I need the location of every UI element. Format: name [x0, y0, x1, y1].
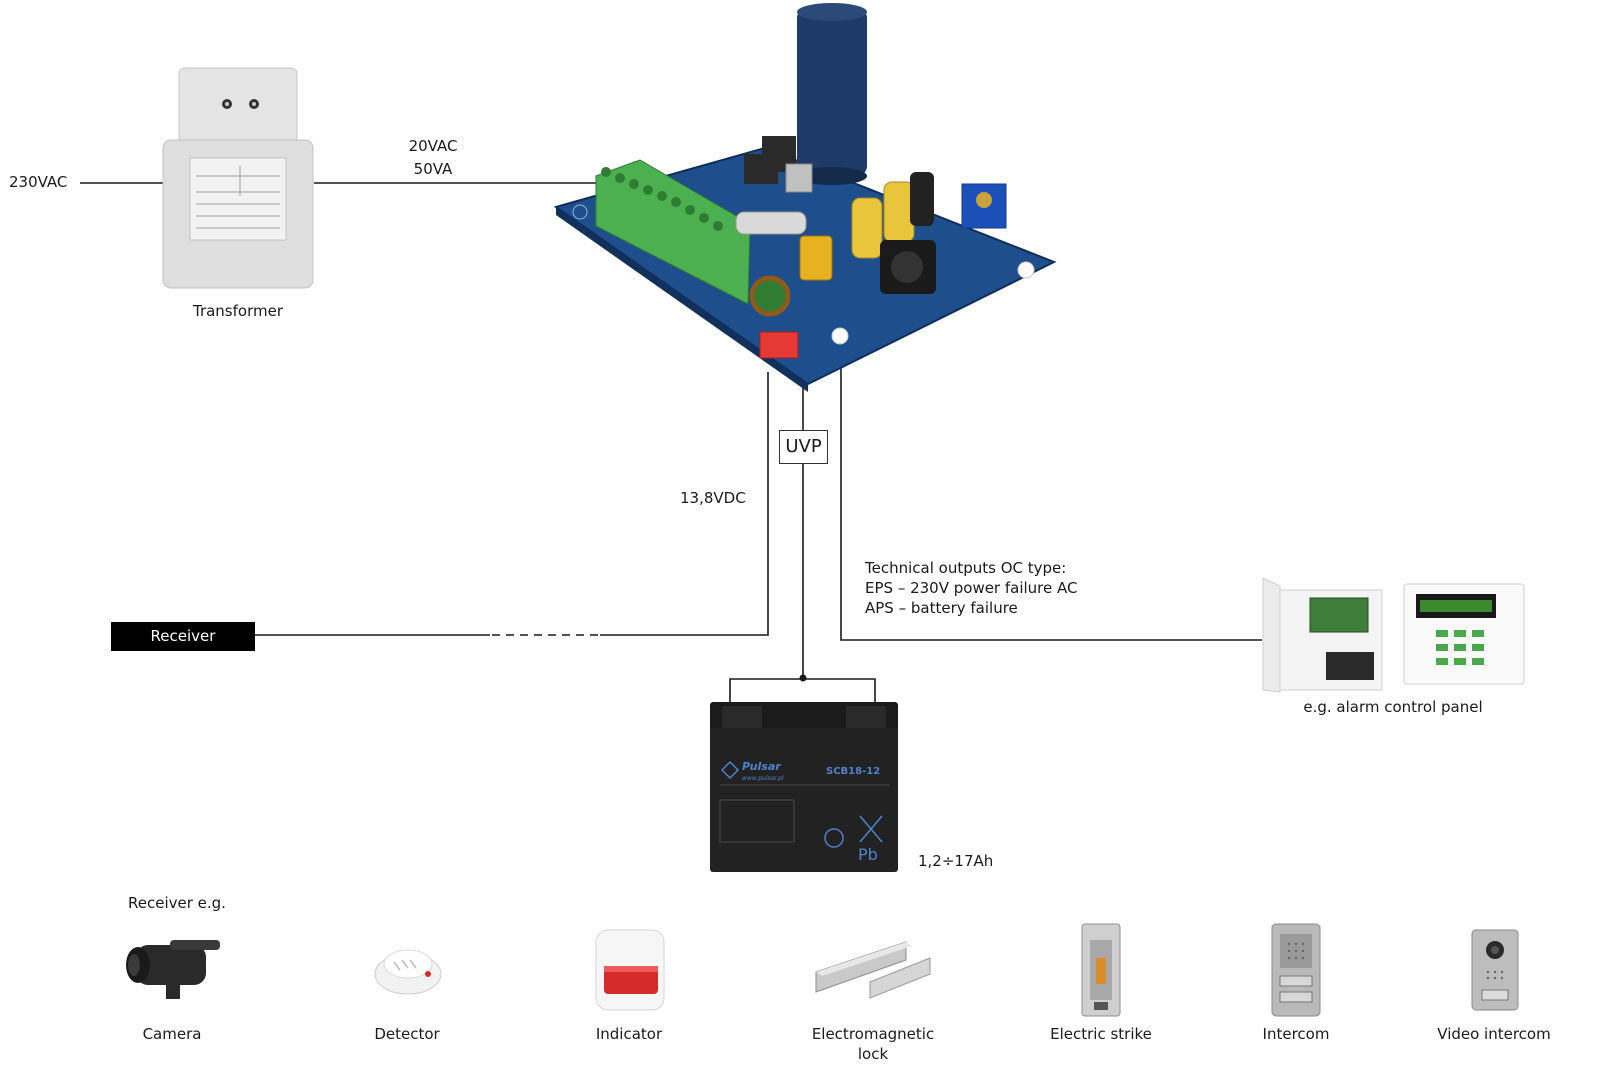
transformer-label: Transformer: [192, 302, 283, 320]
transformer-rating-power: 50VA: [413, 160, 453, 178]
battery-capacity-label: 1,2÷17Ah: [918, 852, 994, 870]
technical-outputs-title: Technical outputs OC type:: [865, 559, 1067, 577]
uvp-box: UVP: [779, 430, 828, 464]
technical-outputs-eps: EPS – 230V power failure AC: [865, 579, 1078, 597]
battery-junction-dot: [799, 674, 807, 682]
detector-icon: [374, 949, 442, 995]
indicator-icon: [595, 929, 665, 1011]
electromagnetic-lock-icon: [815, 941, 931, 999]
psu-module-image: [553, 3, 1057, 392]
battery-pb-symbol: Pb: [858, 845, 878, 864]
device-label-camera: Camera: [142, 1025, 202, 1043]
electric-strike-icon: [1081, 923, 1121, 1017]
battery-image: Pulsar www.pulsar.pl SCB18-12 Pb: [710, 702, 898, 872]
transformer-rating-voltage: 20VAC: [408, 137, 458, 155]
technical-outputs-wire: [840, 362, 1262, 641]
alarm-panel-label: e.g. alarm control panel: [1303, 698, 1483, 716]
technical-outputs-aps: APS – battery failure: [865, 599, 1018, 617]
mains-voltage-label: 230VAC: [9, 173, 68, 191]
alarm-panel-image: [1262, 577, 1525, 693]
device-label-detector: Detector: [374, 1025, 440, 1043]
battery-model: SCB18-12: [826, 766, 880, 777]
receiver-box: Receiver: [111, 622, 255, 651]
battery-brand-url: www.pulsar.pl: [742, 775, 784, 782]
device-label-intercom: Intercom: [1262, 1025, 1330, 1043]
dc-output-wire: [600, 372, 769, 636]
battery-brand: Pulsar: [742, 760, 781, 773]
transformer-image: [162, 67, 314, 289]
dc-output-voltage-label: 13,8VDC: [680, 489, 746, 507]
intercom-icon: [1271, 923, 1321, 1017]
device-label-electromagnetic-lock: Electromagnetic lock: [811, 1025, 935, 1063]
video-intercom-icon: [1471, 929, 1519, 1011]
camera-icon: [126, 940, 220, 999]
device-label-video-intercom: Video intercom: [1437, 1025, 1551, 1043]
device-label-electric-strike: Electric strike: [1050, 1025, 1152, 1043]
device-label-indicator: Indicator: [595, 1025, 663, 1043]
receivers-section-title: Receiver e.g.: [128, 894, 226, 912]
